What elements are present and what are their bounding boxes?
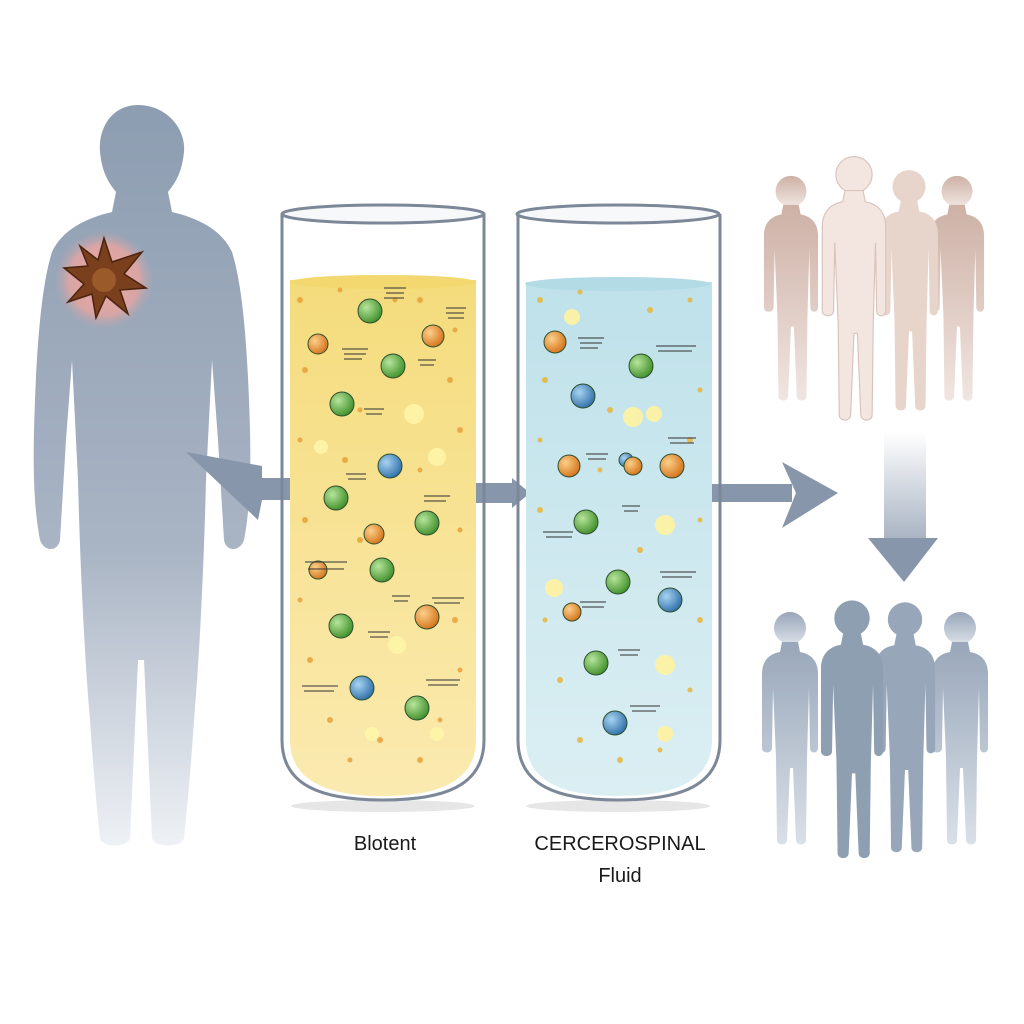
tumor-icon	[54, 230, 154, 330]
marker-blue	[349, 675, 375, 701]
people-group-icon	[763, 155, 985, 421]
marker-blue	[377, 453, 403, 479]
people-group-icon	[762, 600, 988, 859]
arrow-to-patient	[186, 452, 290, 520]
marker-blue	[570, 383, 596, 409]
arrow-to-groups	[712, 462, 838, 528]
marker-blue	[602, 710, 628, 736]
marker-green	[380, 353, 406, 379]
marker-orange	[363, 523, 385, 545]
csf-annotation-marks	[543, 337, 696, 712]
marker-orange	[623, 456, 643, 476]
csf-tube-label-line2: Fluid	[598, 865, 642, 887]
marker-green	[583, 650, 609, 676]
marker-green	[573, 509, 599, 535]
blood-markers	[307, 298, 445, 721]
marker-orange	[307, 333, 329, 355]
down-arrow	[868, 432, 938, 582]
marker-green	[404, 695, 430, 721]
marker-green	[414, 510, 440, 536]
marker-blue	[657, 587, 683, 613]
marker-green	[328, 613, 354, 639]
csf-tube-label-line1: CERCEROSPINAL	[534, 833, 706, 855]
marker-orange	[414, 604, 440, 630]
marker-green	[605, 569, 631, 595]
marker-orange	[557, 454, 581, 478]
marker-green	[323, 485, 349, 511]
csf-markers	[543, 330, 685, 736]
blood-particles	[297, 287, 463, 763]
marker-green	[628, 353, 654, 379]
marker-orange	[562, 602, 582, 622]
marker-orange	[543, 330, 567, 354]
marker-green	[369, 557, 395, 583]
blood-tube-icon	[280, 203, 486, 812]
blood-annotation-marks	[302, 287, 466, 692]
blood-tube-label: Blotent	[353, 833, 417, 855]
marker-orange	[659, 453, 685, 479]
marker-orange	[308, 560, 328, 580]
marker-orange	[421, 324, 445, 348]
marker-green	[357, 298, 383, 324]
marker-green	[329, 391, 355, 417]
